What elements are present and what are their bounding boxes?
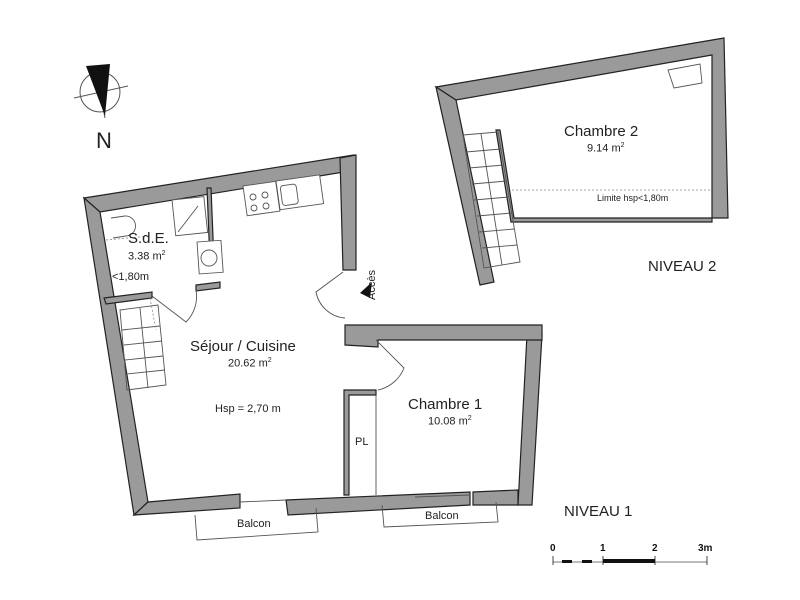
room-area-chambre1: 10.08 m2	[428, 415, 472, 428]
level2-walls	[434, 37, 729, 286]
room-name-sde: S.d.E.	[128, 230, 169, 247]
stairs-level2	[462, 131, 521, 269]
sde-height-note: <1,80m	[112, 271, 149, 283]
sejour-height: Hsp = 2,70 m	[215, 403, 281, 415]
scale-tick-1: 1	[600, 543, 606, 554]
access-label: Accès	[366, 270, 378, 300]
north-arrow-icon	[73, 64, 129, 119]
compass-label: N	[96, 128, 112, 153]
level1-label: NIVEAU 1	[564, 503, 633, 520]
access-arrow-icon	[360, 282, 372, 298]
placard-label: PL	[355, 436, 369, 448]
height-limit-note: Limite hsp<1,80m	[597, 193, 669, 203]
balcony-label-1: Balcon	[237, 518, 271, 530]
scale-bar	[552, 556, 708, 565]
room-area-sejour: 20.62 m2	[228, 357, 272, 370]
balcony-outlines	[194, 494, 499, 541]
stairs-level1	[119, 297, 167, 391]
room-name-chambre1: Chambre 1	[408, 396, 483, 413]
room-area-sde: 3.38 m2	[128, 250, 166, 263]
level1-walls	[82, 154, 543, 517]
room-name-chambre2: Chambre 2	[564, 123, 639, 140]
bathroom-fixtures	[105, 196, 224, 275]
scale-tick-0: 0	[550, 543, 556, 554]
balcony-label-2: Balcon	[425, 510, 459, 522]
kitchen-counter	[242, 174, 325, 217]
scale-tick-3: 3m	[698, 543, 713, 554]
room-name-sejour: Séjour / Cuisine	[190, 338, 296, 355]
scale-tick-2: 2	[652, 543, 658, 554]
level2-label: NIVEAU 2	[648, 258, 717, 275]
door-swings	[151, 271, 405, 391]
room-area-chambre2: 9.14 m2	[587, 142, 625, 155]
